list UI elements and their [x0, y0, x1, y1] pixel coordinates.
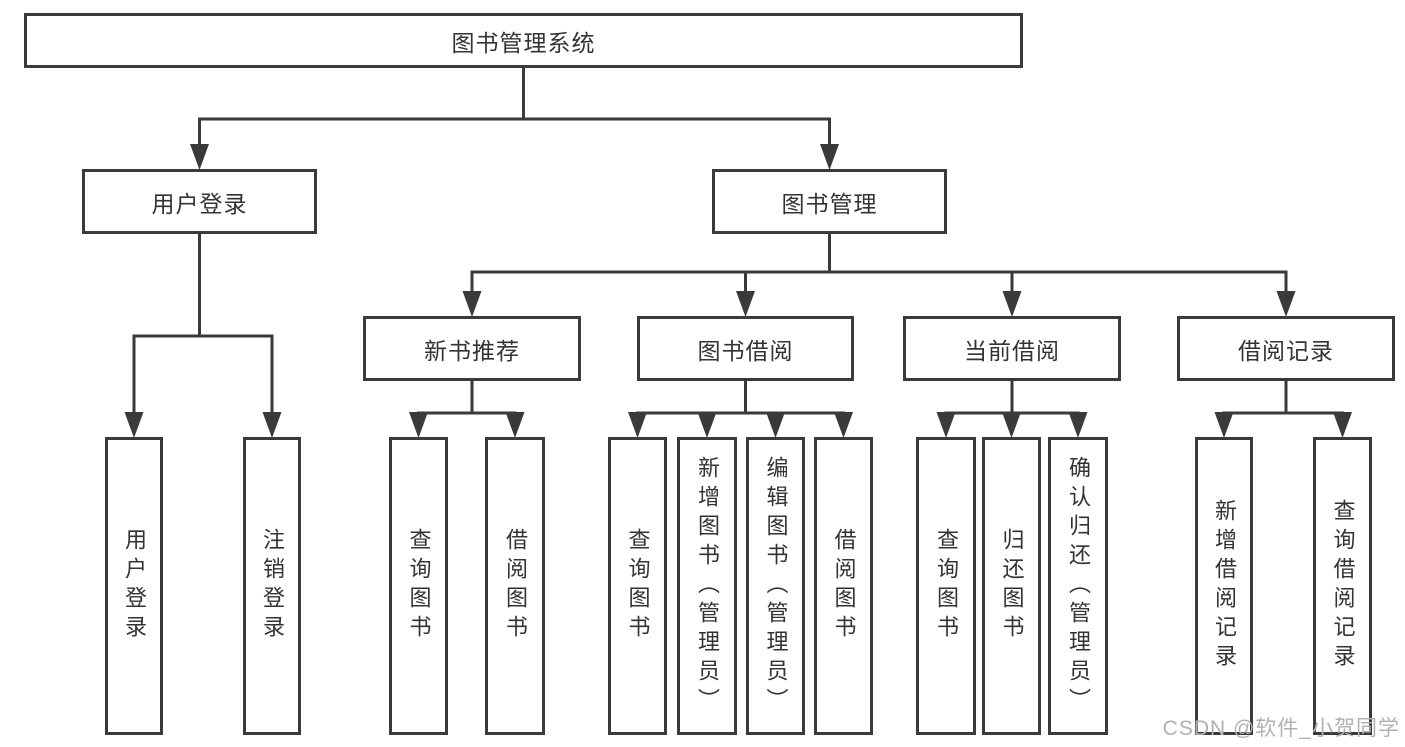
node-book-borrow: 图书借阅	[637, 316, 854, 381]
node-bb-add: 新增图书（管理员）	[677, 437, 737, 735]
node-cb-confirm: 确认归还（管理员）	[1048, 437, 1108, 735]
node-user-login: 用户登录	[82, 169, 317, 234]
node-bb-query: 查询图书	[608, 437, 667, 735]
node-book-mgmt: 图书管理	[712, 169, 947, 234]
node-bb-edit: 编辑图书（管理员）	[746, 437, 805, 735]
node-cb-query: 查询图书	[916, 437, 976, 735]
node-new-book-rec: 新书推荐	[363, 316, 581, 381]
node-bb-borrow: 借阅图书	[814, 437, 873, 735]
node-borrow-record: 借阅记录	[1177, 316, 1395, 381]
node-cb-return: 归还图书	[982, 437, 1041, 735]
node-br-query: 查询借阅记录	[1313, 437, 1372, 735]
node-br-add: 新增借阅记录	[1195, 437, 1253, 735]
watermark: CSDN @软件_小贺同学	[1162, 717, 1400, 740]
node-root: 图书管理系统	[24, 13, 1023, 68]
node-nb-borrow: 借阅图书	[485, 437, 545, 735]
node-current-borrow: 当前借阅	[903, 316, 1121, 381]
node-vb-logout: 注销登录	[243, 437, 301, 735]
node-nb-query: 查询图书	[389, 437, 448, 735]
node-vb-user-login: 用户登录	[105, 437, 163, 735]
